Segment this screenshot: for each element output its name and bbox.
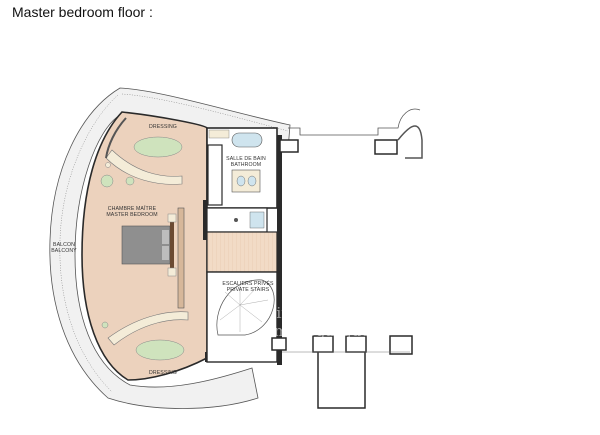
sink-2 <box>247 175 257 187</box>
door-opening-wall <box>203 200 207 240</box>
bathroom-wall-mark <box>208 129 230 139</box>
dressing-top-label: DRESSING <box>149 124 177 130</box>
nightstand-bottom <box>167 267 177 277</box>
column-1 <box>279 139 299 153</box>
page-title: Master bedroom floor : <box>12 4 153 20</box>
shower <box>207 144 223 206</box>
dressing-bottom-label: DRESSING <box>149 370 177 376</box>
bedroom-label-fr: CHAMBRE MAÎTRE <box>108 205 157 212</box>
headboard <box>170 222 174 268</box>
dressing-top-counter <box>105 149 183 185</box>
balcony-railing <box>59 94 119 393</box>
watermark-line-2: immobilière <box>276 304 367 322</box>
stairs-label-en: PRIVATE STAIRS <box>227 287 270 293</box>
side-table <box>105 162 111 168</box>
elevator-shaft <box>317 352 366 409</box>
bathroom-label-fr: SALLE DE BAIN <box>226 156 266 162</box>
bed-pillow-1 <box>162 230 169 244</box>
adjacent-outline-top <box>288 108 421 136</box>
stairs-label-fr: ESCALIERS PRIVÉS <box>222 280 274 287</box>
adjacent-curve <box>397 125 423 159</box>
bathtub <box>231 132 263 148</box>
watermark-line-3: monégasque <box>274 322 370 340</box>
corridor <box>206 231 278 273</box>
armchair-3 <box>101 321 109 329</box>
armchair-1 <box>100 174 114 188</box>
balcony-label-en: BALCONY <box>51 248 77 254</box>
column-3 <box>271 337 287 351</box>
dressing-top-wardrobe <box>105 117 127 159</box>
spiral-stairs <box>216 279 275 336</box>
double-vanity <box>231 169 261 193</box>
balcony-railing-top <box>121 93 289 132</box>
column-6 <box>389 335 413 355</box>
armchair-2 <box>125 176 135 186</box>
wc-fixture <box>234 218 238 222</box>
watermark-line-1: chambre <box>289 286 356 304</box>
structural-wall <box>277 135 282 365</box>
dressing-bottom-counter <box>107 311 189 346</box>
dressing-top-island <box>133 136 183 158</box>
sink-1 <box>236 175 246 187</box>
column-2 <box>374 139 398 155</box>
bedroom-label-en: MASTER BEDROOM <box>106 212 157 218</box>
bathroom-label-en: BATHROOM <box>231 162 261 168</box>
partition-wall <box>177 207 185 309</box>
dressing-bottom-island <box>135 339 185 361</box>
nightstand-top <box>167 213 177 223</box>
balcony-label-fr: BALCON <box>53 242 75 248</box>
bed-pillow-2 <box>162 246 169 260</box>
wc-counter <box>249 211 265 229</box>
